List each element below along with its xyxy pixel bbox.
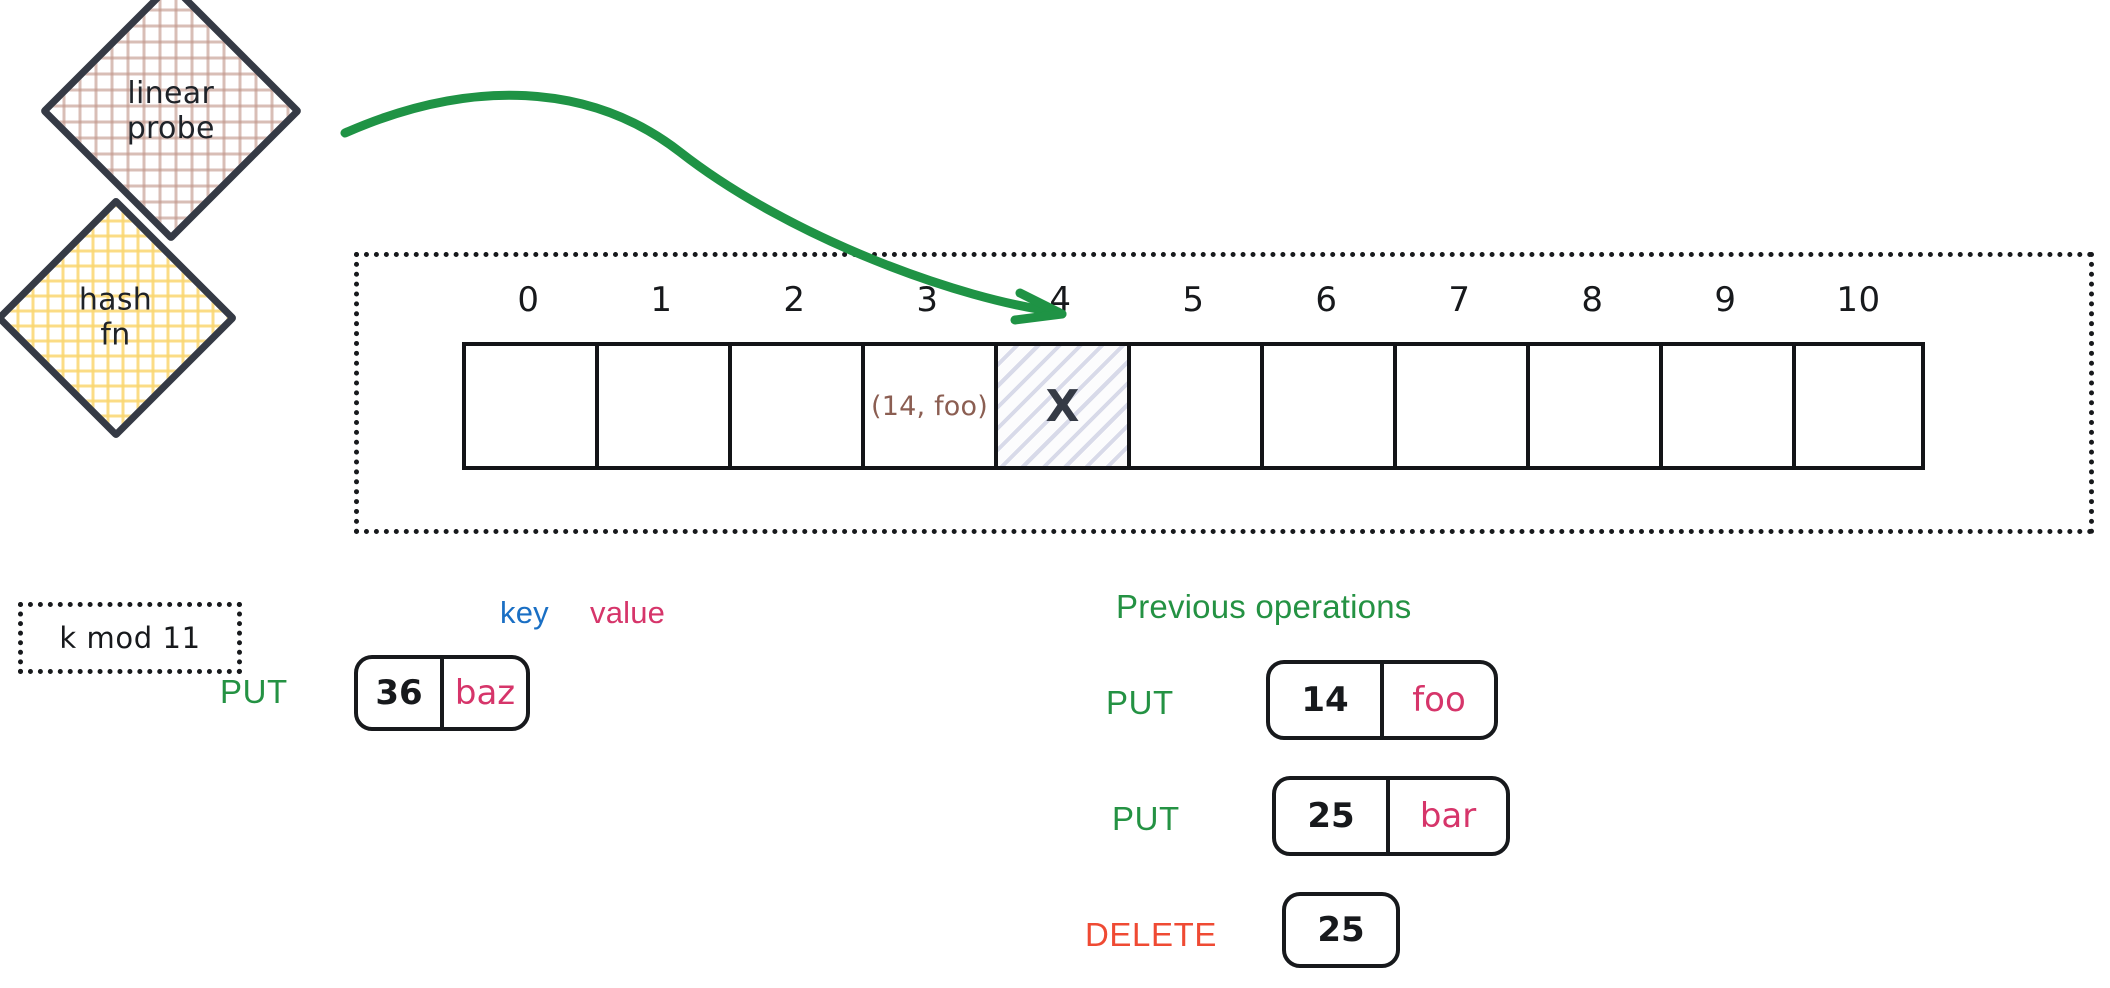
slot-wrap-0: 0: [462, 280, 595, 470]
slot-cell-10[interactable]: [1792, 342, 1925, 470]
slot-cell-8[interactable]: [1526, 342, 1659, 470]
slot-wrap-10: 10: [1792, 280, 1925, 470]
slot-wrap-6: 6: [1260, 280, 1393, 470]
slot-wrap-4: 4 X: [994, 280, 1127, 470]
slot-cell-4-tombstone[interactable]: X: [994, 342, 1127, 470]
k-mod-label: k mod 11: [59, 621, 201, 655]
previous-operation-row: PUT 25 bar: [1090, 776, 1790, 860]
slot-cell-6[interactable]: [1260, 342, 1393, 470]
prev-op-label-1: PUT: [1112, 800, 1180, 837]
linear-probe-label: linear probe: [126, 75, 216, 146]
key-header-label: key: [500, 595, 549, 630]
previous-operation-row: PUT 14 foo: [1090, 660, 1790, 744]
slot-index-7: 7: [1448, 280, 1471, 320]
prev-op-key-0: 14: [1301, 680, 1349, 720]
slot-wrap-2: 2: [728, 280, 861, 470]
prev-op-label-0: PUT: [1106, 684, 1174, 721]
slot-entry-3: (14, foo): [871, 390, 988, 422]
slot-wrap-5: 5: [1127, 280, 1260, 470]
slot-index-1: 1: [650, 280, 673, 320]
prev-op-value-1: bar: [1386, 780, 1506, 852]
prev-op-key-2: 25: [1317, 910, 1365, 950]
current-op-key: 36: [375, 673, 423, 713]
slot-cell-5[interactable]: [1127, 342, 1260, 470]
slot-wrap-7: 7: [1393, 280, 1526, 470]
current-op-pill[interactable]: 36 baz: [354, 655, 530, 731]
current-operation-section: key value PUT 36 baz: [220, 595, 820, 795]
previous-operation-row: DELETE 25: [1085, 892, 1790, 976]
hash-fn-node: hash fn: [0, 196, 238, 440]
linear-probe-node: linear probe: [39, 0, 303, 243]
slot-cell-3[interactable]: (14, foo): [861, 342, 994, 470]
slot-index-9: 9: [1714, 280, 1737, 320]
hash-table-slot-row: 0 1 2 3 (14, foo) 4 X 5: [462, 280, 1925, 470]
prev-op-value-0: foo: [1380, 664, 1494, 736]
previous-operations-title: Previous operations: [1116, 588, 1412, 625]
current-op-value: baz: [440, 659, 526, 727]
slot-index-2: 2: [783, 280, 806, 320]
prev-op-label-2: DELETE: [1085, 916, 1217, 953]
slot-index-0: 0: [517, 280, 540, 320]
slot-index-4: 4: [1049, 280, 1072, 320]
hash-fn-label: hash fn: [79, 282, 153, 353]
previous-operations-section: Previous operations PUT 14 foo PUT 25 ba…: [1085, 588, 1790, 968]
slot-wrap-9: 9: [1659, 280, 1792, 470]
slot-cell-1[interactable]: [595, 342, 728, 470]
tombstone-x-icon: X: [1045, 380, 1080, 432]
slot-index-6: 6: [1315, 280, 1338, 320]
slot-cell-0[interactable]: [462, 342, 595, 470]
value-header-label: value: [590, 595, 666, 630]
slot-wrap-1: 1: [595, 280, 728, 470]
slot-index-3: 3: [916, 280, 939, 320]
kv-header: key value: [300, 595, 820, 641]
current-op-put-label: PUT: [220, 673, 288, 710]
slot-cell-7[interactable]: [1393, 342, 1526, 470]
slot-index-10: 10: [1836, 280, 1881, 320]
prev-op-pill-0[interactable]: 14 foo: [1266, 660, 1498, 740]
slot-wrap-3: 3 (14, foo): [861, 280, 994, 470]
slot-index-8: 8: [1581, 280, 1604, 320]
prev-op-pill-2[interactable]: 25: [1282, 892, 1400, 968]
slot-cell-2[interactable]: [728, 342, 861, 470]
prev-op-key-1: 25: [1307, 796, 1355, 836]
k-mod-box: k mod 11: [18, 602, 242, 674]
slot-index-5: 5: [1182, 280, 1205, 320]
slot-cell-9[interactable]: [1659, 342, 1792, 470]
hash-table-container: [354, 252, 2094, 534]
slot-wrap-8: 8: [1526, 280, 1659, 470]
prev-op-pill-1[interactable]: 25 bar: [1272, 776, 1510, 856]
